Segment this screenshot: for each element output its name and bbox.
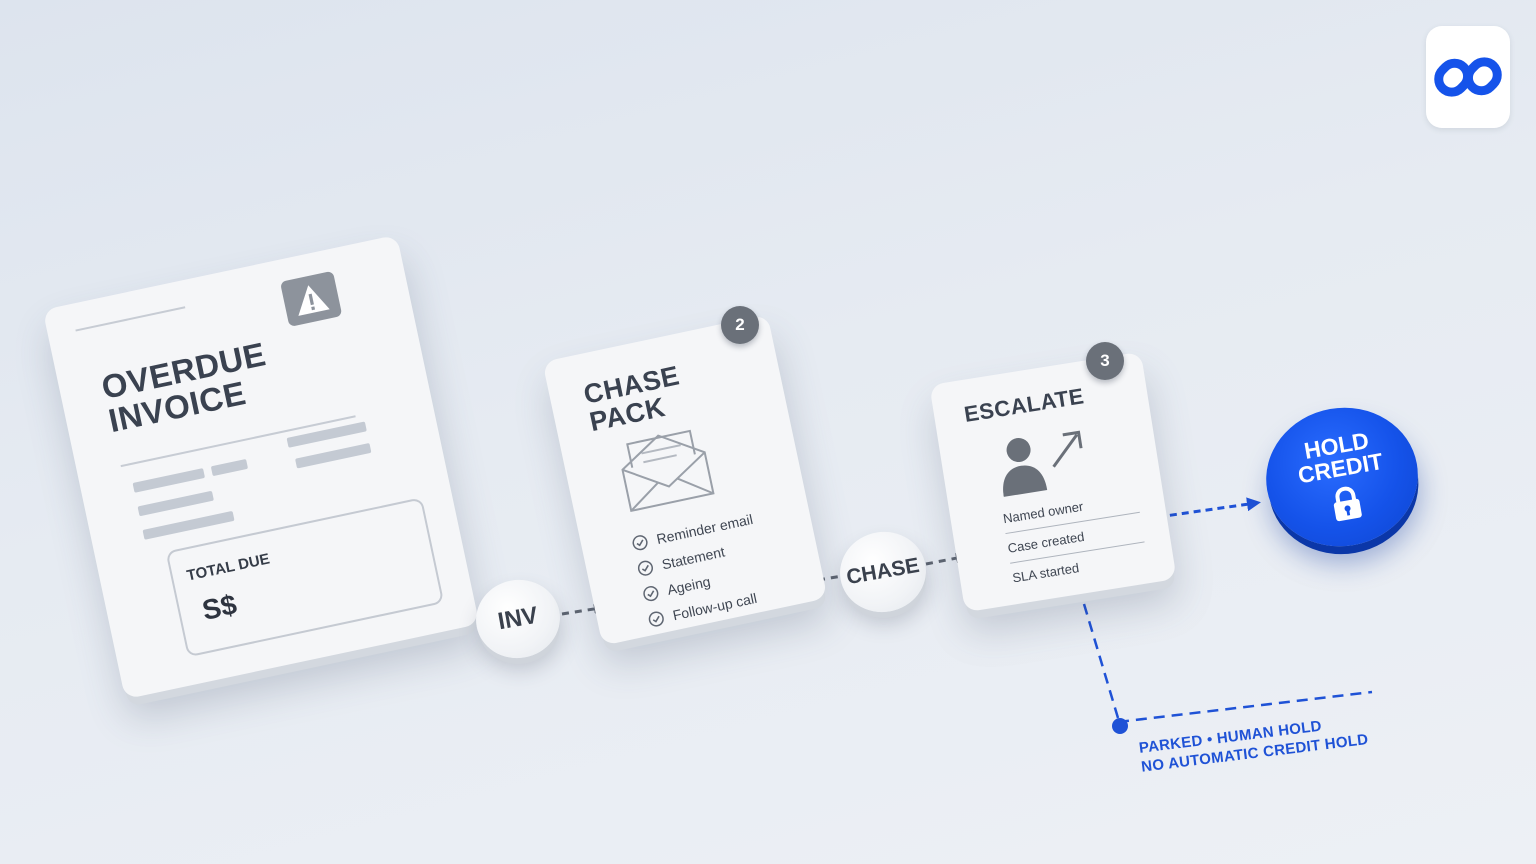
placeholder-line <box>132 468 206 493</box>
chase-pack-card: CHASE PACK Reminder email Statement Agei… <box>542 314 828 646</box>
brand-logo-icon <box>1426 26 1510 128</box>
escalate-item: SLA started <box>1011 560 1081 586</box>
invoice-title: OVERDUE INVOICE <box>98 335 269 439</box>
checklist-item: Statement <box>635 532 761 583</box>
warning-icon <box>279 270 343 328</box>
parked-dot <box>1112 718 1128 734</box>
escalate-card: ESCALATE Named owner Case created SLA st… <box>929 351 1177 613</box>
connector-invoice-to-inv <box>451 626 481 634</box>
person-escalate-icon <box>994 423 1095 504</box>
check-circle-icon <box>643 586 659 602</box>
placeholder-line <box>137 490 214 517</box>
overdue-invoice-card: OVERDUE INVOICE TOTAL DUE S$ <box>42 234 480 700</box>
connector-escalate-to-hold-credit <box>1157 497 1261 519</box>
check-circle-icon <box>648 611 664 627</box>
envelope-icon <box>612 422 719 520</box>
check-circle-icon <box>637 560 654 576</box>
checklist-item: Reminder email <box>630 506 756 557</box>
step-badge-3: 3 <box>1086 342 1124 380</box>
placeholder-line <box>210 458 249 477</box>
checklist-item: Ageing <box>640 557 766 608</box>
lock-icon <box>1328 483 1367 529</box>
checklist-label: Ageing <box>665 573 712 598</box>
header-rule <box>75 306 186 332</box>
chase-pack-checklist: Reminder email Statement Ageing Follow-u… <box>630 506 772 633</box>
hold-credit-button: HOLD CREDIT <box>1255 395 1429 559</box>
placeholder-line <box>142 510 235 540</box>
total-due-label: TOTAL DUE <box>185 550 272 585</box>
placeholder-line <box>286 421 367 448</box>
connector-inv-to-chase-pack <box>561 603 604 616</box>
escalate-title: ESCALATE <box>962 383 1086 427</box>
connector-escalate-to-parked <box>1082 603 1373 724</box>
checklist-item: Follow-up call <box>646 582 772 633</box>
placeholder-line <box>295 442 372 469</box>
chase-pack-title: CHASE PACK <box>581 360 683 437</box>
total-due-value: S$ <box>199 588 240 626</box>
step-badge-2: 2 <box>721 306 759 344</box>
check-circle-icon <box>632 535 648 551</box>
